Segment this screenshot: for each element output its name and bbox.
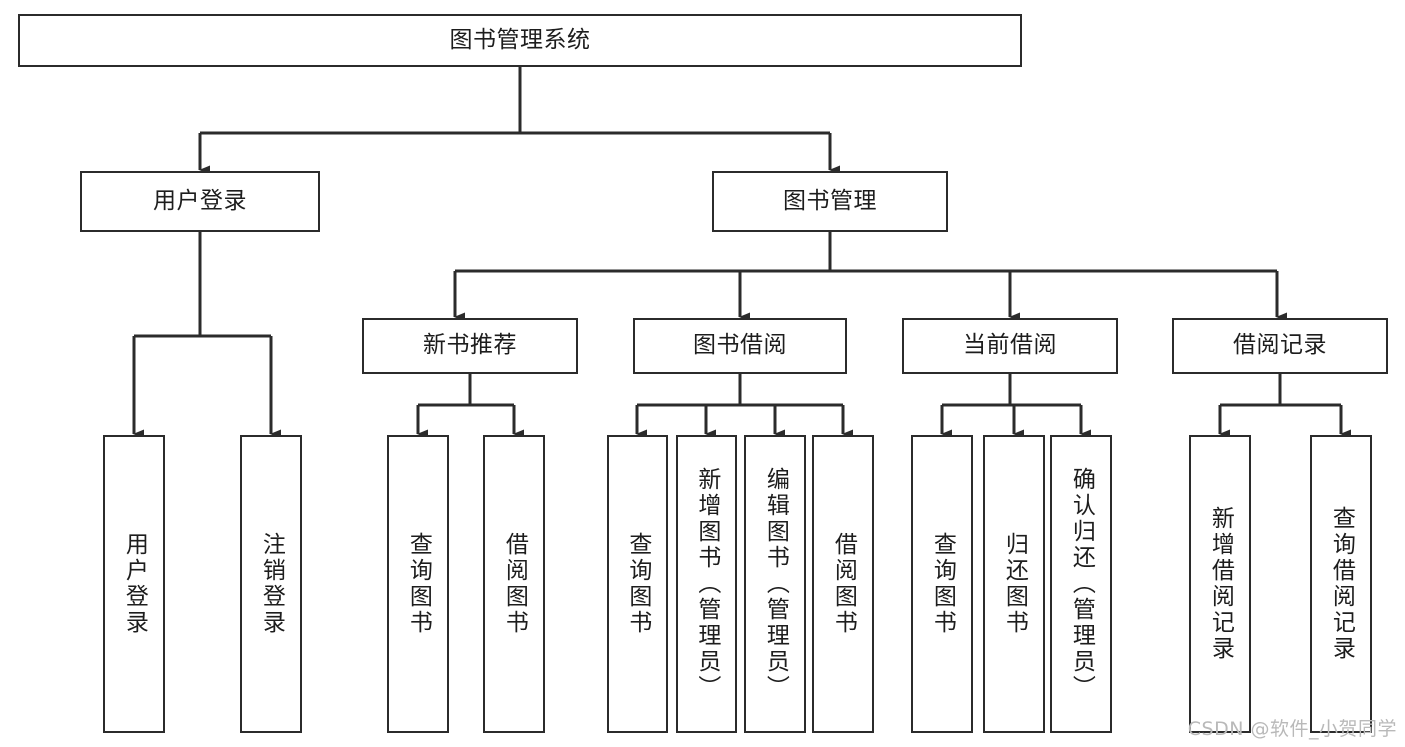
node-leaf-7[interactable]: 借阅图书 — [812, 435, 874, 733]
node-level2-0[interactable]: 用户登录 — [80, 171, 320, 232]
node-level3-0-label: 新书推荐 — [423, 332, 517, 359]
node-level3-1-label: 图书借阅 — [693, 332, 787, 359]
node-leaf-5-label: 新增图书（管理员） — [693, 467, 720, 701]
node-level2-1[interactable]: 图书管理 — [712, 171, 948, 232]
node-level3-0[interactable]: 新书推荐 — [362, 318, 578, 374]
node-level2-1-label: 图书管理 — [783, 187, 877, 214]
node-level3-3-label: 借阅记录 — [1233, 332, 1327, 359]
node-leaf-3[interactable]: 借阅图书 — [483, 435, 545, 733]
node-leaf-10-label: 确认归还（管理员） — [1068, 467, 1095, 701]
node-leaf-6[interactable]: 编辑图书（管理员） — [744, 435, 806, 733]
node-leaf-9-label: 归还图书 — [1001, 532, 1028, 636]
node-leaf-9[interactable]: 归还图书 — [983, 435, 1045, 733]
node-leaf-4[interactable]: 查询图书 — [607, 435, 668, 733]
node-leaf-12-label: 查询借阅记录 — [1328, 506, 1355, 662]
node-leaf-0-label: 用户登录 — [121, 532, 148, 636]
node-leaf-11-label: 新增借阅记录 — [1207, 506, 1234, 662]
node-root-label: 图书管理系统 — [449, 26, 591, 53]
node-leaf-1-label: 注销登录 — [258, 532, 285, 636]
node-leaf-7-label: 借阅图书 — [830, 532, 857, 636]
node-level3-3[interactable]: 借阅记录 — [1172, 318, 1388, 374]
node-leaf-0[interactable]: 用户登录 — [103, 435, 165, 733]
node-leaf-11[interactable]: 新增借阅记录 — [1189, 435, 1251, 733]
node-leaf-5[interactable]: 新增图书（管理员） — [676, 435, 737, 733]
node-level3-2-label: 当前借阅 — [963, 332, 1057, 359]
node-leaf-2-label: 查询图书 — [405, 532, 432, 636]
node-leaf-1[interactable]: 注销登录 — [240, 435, 302, 733]
node-leaf-6-label: 编辑图书（管理员） — [762, 467, 789, 701]
node-leaf-2[interactable]: 查询图书 — [387, 435, 449, 733]
watermark: CSDN @软件_小贺同学 — [1187, 718, 1397, 740]
node-level3-2[interactable]: 当前借阅 — [902, 318, 1118, 374]
node-level3-1[interactable]: 图书借阅 — [633, 318, 847, 374]
node-leaf-4-label: 查询图书 — [624, 532, 651, 636]
node-leaf-8[interactable]: 查询图书 — [911, 435, 973, 733]
node-root[interactable]: 图书管理系统 — [18, 14, 1022, 67]
node-level2-0-label: 用户登录 — [153, 187, 247, 214]
node-leaf-8-label: 查询图书 — [929, 532, 956, 636]
node-leaf-10[interactable]: 确认归还（管理员） — [1050, 435, 1112, 733]
node-leaf-12[interactable]: 查询借阅记录 — [1310, 435, 1372, 733]
node-leaf-3-label: 借阅图书 — [501, 532, 528, 636]
